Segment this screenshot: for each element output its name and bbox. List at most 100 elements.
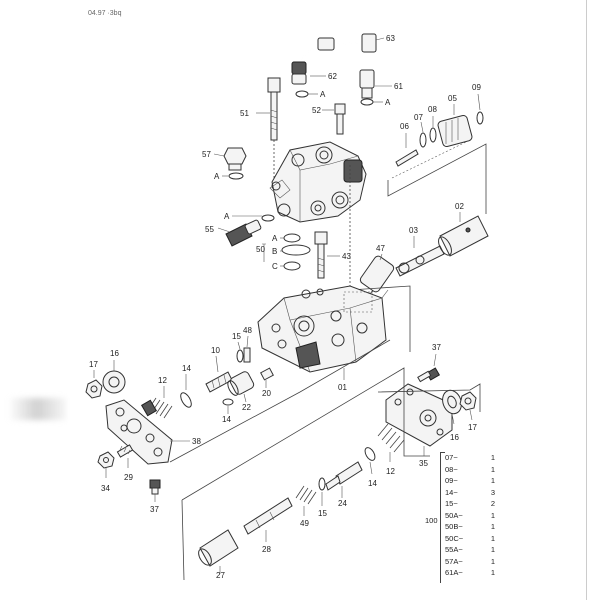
parts-quantity-list: 07~1 08~1 09~1 14~3 15~2 50A~1 50B~1 50C… — [445, 452, 495, 579]
callout-29: 29 — [124, 473, 133, 482]
callout-a-50: A — [272, 234, 278, 243]
oring-15-a — [236, 349, 244, 363]
callout-55: 55 — [205, 225, 214, 234]
callout-12-right: 12 — [386, 467, 395, 476]
page-edge-divider — [586, 0, 587, 600]
callout-27: 27 — [216, 571, 225, 580]
sensor-55 — [225, 214, 275, 247]
callout-c-50: C — [272, 262, 278, 271]
callout-34: 34 — [101, 484, 110, 493]
nut-17-left — [85, 379, 103, 399]
spring-12-left — [140, 397, 173, 419]
qty-list-bracket — [440, 452, 445, 583]
rod-28 — [243, 497, 293, 535]
spring-12-right — [377, 423, 405, 453]
callout-48: 48 — [243, 326, 252, 335]
qty-row: 07~1 — [445, 453, 495, 462]
nut-17-right — [459, 391, 477, 411]
main-valve-body-01 — [257, 285, 387, 373]
callout-43: 43 — [342, 252, 351, 261]
qty-row: 08~1 — [445, 464, 495, 474]
callout-16-left: 16 — [110, 349, 119, 358]
callout-07: 07 — [414, 113, 423, 122]
callout-b-50: B — [272, 247, 277, 256]
spring-47 — [359, 255, 395, 295]
qty-row: 55A~1 — [445, 545, 495, 554]
bolt-52 — [334, 103, 346, 135]
washer-16-right — [442, 389, 462, 415]
callout-14-b: 14 — [222, 415, 231, 424]
callout-12-left: 12 — [158, 376, 167, 385]
callout-16-right: 16 — [450, 433, 459, 442]
header-note: 04.97 ·3bq — [88, 10, 122, 17]
callout-62: 62 — [328, 72, 337, 81]
fitting-61 — [359, 69, 375, 106]
qty-row: 57A~1 — [445, 556, 495, 566]
bolt-51 — [267, 77, 281, 141]
callout-a-62: A — [320, 90, 326, 99]
qty-row: 50C~1 — [445, 533, 495, 543]
callout-02: 02 — [455, 202, 464, 211]
bolt-43 — [314, 231, 328, 279]
callout-08: 08 — [428, 105, 437, 114]
callout-17-right: 17 — [468, 423, 477, 432]
blurred-watermark — [8, 398, 66, 420]
screw-37-lower — [149, 479, 161, 495]
callout-05: 05 — [448, 94, 457, 103]
callout-50: 50 — [256, 245, 265, 254]
callout-37-lower: 37 — [150, 505, 159, 514]
callout-51: 51 — [240, 109, 249, 118]
pipe-63 — [291, 33, 377, 75]
callout-a-61: A — [385, 98, 391, 107]
qty-row: 15~2 — [445, 499, 495, 508]
callout-10: 10 — [211, 346, 220, 355]
oring-14-c — [364, 447, 376, 461]
qty-row: 50B~1 — [445, 522, 495, 531]
oring-14-b — [222, 398, 234, 406]
sleeve-02 — [438, 215, 489, 257]
cap-22 — [227, 371, 255, 396]
end-cover-35 — [385, 383, 453, 447]
oring-14-a — [180, 392, 192, 408]
callout-37-right: 37 — [432, 343, 441, 352]
callout-38: 38 — [192, 437, 201, 446]
callout-14-c: 14 — [368, 479, 377, 488]
pin-48 — [243, 347, 251, 363]
callout-61: 61 — [394, 82, 403, 91]
fitting-62 — [291, 73, 309, 98]
end-cover-38 — [105, 399, 173, 465]
upper-valve-body — [269, 141, 367, 223]
callout-24: 24 — [338, 499, 347, 508]
callout-47: 47 — [376, 244, 385, 253]
qty-row: 50A~1 — [445, 510, 495, 520]
callout-01: 01 — [338, 383, 347, 392]
callout-a-57: A — [214, 172, 220, 181]
plug-20 — [260, 367, 274, 381]
spring-49 — [295, 485, 317, 505]
qty-row: 14~3 — [445, 487, 495, 497]
plug-57 — [223, 147, 247, 180]
oring-15-b — [318, 477, 326, 491]
washer-16-left — [102, 370, 126, 394]
callout-a-55: A — [224, 212, 230, 221]
callout-15-a: 15 — [232, 332, 241, 341]
sleeve-27 — [198, 529, 239, 567]
qty-group-label: 100 — [425, 516, 438, 525]
pin-06 — [395, 149, 419, 167]
spool-24 — [325, 461, 363, 491]
spool-03 — [395, 245, 445, 277]
callout-17-left: 17 — [89, 360, 98, 369]
seal-kit-50 — [281, 233, 311, 271]
callout-63: 63 — [386, 34, 395, 43]
callout-03: 03 — [409, 226, 418, 235]
qty-row: 61A~1 — [445, 568, 495, 577]
callout-57: 57 — [202, 150, 211, 159]
nut-34 — [97, 451, 115, 469]
spool-assembly-05 — [419, 111, 484, 148]
callout-28: 28 — [262, 545, 271, 554]
callout-20: 20 — [262, 389, 271, 398]
screw-37-right — [417, 367, 441, 383]
callout-22: 22 — [242, 403, 251, 412]
screw-29 — [116, 444, 134, 458]
